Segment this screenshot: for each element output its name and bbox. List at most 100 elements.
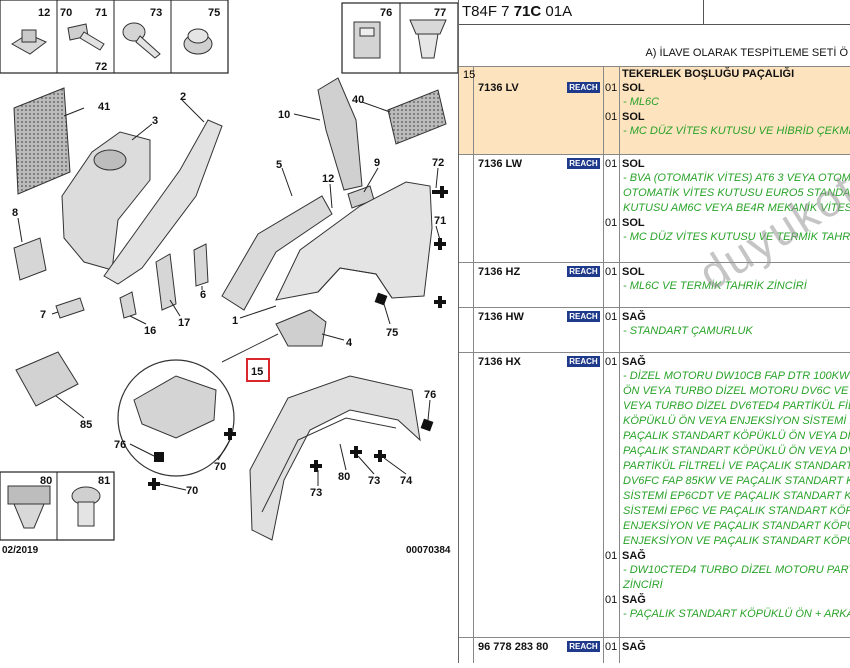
- label-72: 72: [95, 61, 107, 73]
- part-code[interactable]: 7136 HZ: [478, 266, 521, 278]
- nut-75-icon: [183, 28, 213, 55]
- rivet-77-icon: [409, 19, 447, 59]
- reach-badge: REACH: [567, 266, 600, 277]
- application-note: - PAÇALIK STANDART KÖPÜKLÜ ÖN + ARKA: [623, 608, 850, 620]
- label-76-c: 76: [114, 439, 126, 451]
- highlighted-row: [459, 67, 850, 155]
- label-81: 81: [98, 475, 110, 487]
- highlight-label: 15: [251, 366, 263, 378]
- application-note: PAÇALIK STANDART KÖPÜKLÜ ÖN VEYA Dİ: [623, 430, 850, 442]
- application-note: - DW10CTED4 TURBO DİZEL MOTORU PART: [623, 564, 850, 576]
- label-17: 17: [178, 317, 190, 329]
- label-41: 41: [98, 101, 110, 113]
- highlight-marker-15[interactable]: 15: [246, 358, 270, 382]
- sound-mat-41: [13, 87, 71, 195]
- label-80-b: 80: [40, 475, 52, 487]
- side-label: SAĞ: [622, 311, 646, 323]
- part-code[interactable]: 7136 HX: [478, 356, 521, 368]
- part-code[interactable]: 96 778 283 80: [478, 641, 549, 653]
- clip-12-icon: [11, 29, 47, 55]
- reach-badge: REACH: [567, 158, 600, 169]
- leader-lines: [17, 99, 441, 491]
- reach-badge: REACH: [567, 641, 600, 652]
- application-note: DV6FC FAP 85KW VE PAÇALIK STANDART K: [623, 475, 850, 487]
- label-12-b: 12: [322, 173, 334, 185]
- label-70: 70: [60, 7, 72, 19]
- label-7: 7: [40, 309, 46, 321]
- screw-70-icon: [67, 23, 105, 51]
- label-77: 77: [434, 7, 446, 19]
- application-note: - MC DÜZ VİTES KUTUSU VE TERMİK TAHRI: [623, 231, 850, 243]
- part-code[interactable]: 7136 LW: [478, 158, 523, 170]
- bracket-17: [155, 253, 177, 311]
- application-note: PAÇALIK STANDART KÖPÜKLÜ ÖN VEYA DV: [623, 445, 850, 457]
- label-6: 6: [200, 289, 206, 301]
- label-73-c: 73: [368, 475, 380, 487]
- application-note: - ML6C VE TERMİK TAHRİK ZİNCİRİ: [623, 280, 807, 292]
- diagram-date: 02/2019: [2, 545, 39, 556]
- label-73: 73: [150, 7, 162, 19]
- reach-badge: REACH: [567, 82, 600, 93]
- label-75: 75: [208, 7, 220, 19]
- fender-1: [275, 181, 433, 301]
- side-label: SAĞ: [622, 594, 646, 606]
- label-4: 4: [346, 337, 353, 349]
- side-label: SAĞ: [622, 641, 646, 653]
- part-code[interactable]: 7136 HW: [478, 311, 524, 323]
- application-note: - MC DÜZ VİTES KUTUSU VE HİBRİD ÇEKME: [623, 125, 850, 137]
- application-note: - DİZEL MOTORU DW10CB FAP DTR 100KW: [623, 370, 850, 382]
- application-note: KUTUSU AM6C VEYA BE4R MEKANİK VİTES: [623, 202, 850, 214]
- label-40: 40: [352, 94, 364, 106]
- side-label: SOL: [622, 266, 645, 278]
- bracket-7: [55, 297, 85, 319]
- application-note: SİSTEMİ EP6CDT VE PAÇALIK STANDART K: [623, 490, 850, 502]
- application-note: - ML6C: [623, 96, 660, 108]
- bracket-8: [13, 237, 47, 281]
- label-73-b: 73: [310, 487, 322, 499]
- quantity: 01: [605, 311, 618, 323]
- bracket-6: [193, 243, 209, 287]
- parts-diagram: 15 12 70 71 72 73 75: [0, 0, 459, 556]
- quantity: 01: [605, 641, 618, 653]
- application-note: ÖN VEYA TURBO DİZEL MOTORU DV6C VE: [623, 385, 849, 397]
- label-75-b: 75: [386, 327, 398, 339]
- bracket-16: [119, 291, 137, 319]
- quantity: 01: [605, 217, 618, 229]
- quantity: 01: [605, 550, 618, 562]
- label-72-b: 72: [432, 157, 444, 169]
- reach-badge: REACH: [567, 356, 600, 367]
- quantity: 01: [605, 82, 618, 94]
- clip-76-icon: [353, 21, 381, 59]
- quantity: 01: [605, 266, 618, 278]
- item-header: TEKERLEK BOŞLUĞU PAÇALIĞI: [622, 68, 795, 80]
- quantity: 01: [605, 111, 618, 123]
- reinforcement-10: [317, 77, 363, 191]
- label-5: 5: [276, 159, 282, 171]
- side-label: SAĞ: [622, 550, 646, 562]
- marker-symbols: [148, 186, 448, 490]
- application-note: SİSTEMİ EP6C VE PAÇALIK STANDART KÖP: [623, 505, 850, 517]
- clip-80-icon: [7, 485, 51, 529]
- part-code[interactable]: 7136 LV: [478, 82, 519, 94]
- application-note: ENJEKSİYON VE PAÇALIK STANDART KÖPÜ: [623, 535, 850, 547]
- side-label: SOL: [622, 217, 645, 229]
- screw-73-icon: [122, 22, 161, 59]
- bracket-4: [275, 309, 327, 347]
- side-label: SOL: [622, 111, 645, 123]
- application-note: - STANDART ÇAMURLUK: [623, 325, 753, 337]
- parts-diagram-panel: 15 12 70 71 72 73 75: [0, 0, 459, 663]
- label-16: 16: [144, 325, 156, 337]
- item-index: 15: [463, 69, 476, 81]
- side-label: SOL: [622, 158, 645, 170]
- label-76-b: 76: [424, 389, 436, 401]
- label-3: 3: [152, 115, 158, 127]
- wheel-arch-liner: [249, 375, 421, 541]
- application-note: - BVA (OTOMATİK VİTES) AT6 3 VEYA OTOM: [623, 172, 850, 184]
- application-note: ENJEKSİYON VE PAÇALIK STANDART KÖPÜ: [623, 520, 850, 532]
- listing-subtitle: A) İLAVE OLARAK TESPİTLEME SETİ Ö: [645, 47, 848, 59]
- wheel-arch-inner-3: [61, 131, 151, 271]
- rail-5: [221, 195, 333, 311]
- fastener-box-left: [0, 0, 229, 74]
- quantity: 01: [605, 594, 618, 606]
- label-8: 8: [12, 207, 18, 219]
